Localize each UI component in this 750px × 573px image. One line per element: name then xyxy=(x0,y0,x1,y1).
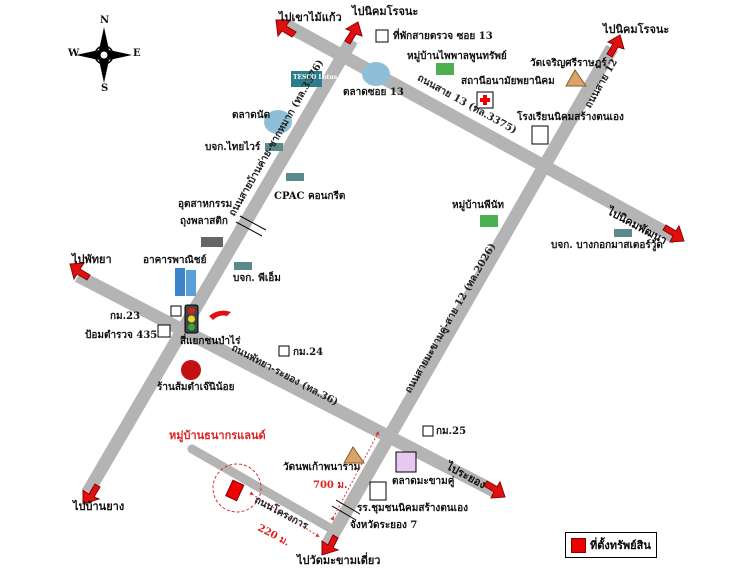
label-phinat-village: หมู่บ้านพีนัท xyxy=(452,200,505,211)
temple-icon xyxy=(343,446,365,464)
market-icon xyxy=(264,110,292,134)
distance-700-line xyxy=(330,431,379,521)
road-13 xyxy=(282,19,680,244)
arrow-nikhom-pattana xyxy=(662,224,685,243)
police-box-icon xyxy=(157,324,171,338)
arrow-nikhom-rojana-2 xyxy=(606,34,625,58)
arrow-khao-mai-kaeo xyxy=(275,19,297,38)
label-commercial: อาคารพาณิชย์ xyxy=(143,255,207,266)
label-km23: กม.23 xyxy=(110,311,141,322)
arrow-rayong xyxy=(483,480,506,499)
legend-label: ที่ตั้งทรัพย์สิน xyxy=(590,539,651,552)
label-pe-company: บจก. พีเอ็ม xyxy=(233,273,281,284)
village-icon xyxy=(436,63,454,75)
temple-icon xyxy=(565,69,587,87)
factory-icon xyxy=(234,262,252,270)
arrow-nikhom-rojana-1 xyxy=(344,21,363,45)
dest-nikhom-rojana-2: ไปนิคมโรจนะ xyxy=(603,23,670,36)
school-icon xyxy=(369,481,387,501)
label-school-community-2: จังหวัดระยอง 7 xyxy=(350,520,418,531)
property-marker xyxy=(225,479,245,502)
tesco-lotus-logo xyxy=(291,71,322,87)
school-icon xyxy=(531,125,549,145)
village-icon xyxy=(480,215,498,227)
arrow-ban-yang xyxy=(82,483,101,505)
label-orange-shop: ร้านส้มตำเจ๊นิน้อย xyxy=(157,382,235,393)
compass-s: S xyxy=(101,83,109,94)
label-cpac: CPAC คอนกรีต xyxy=(274,191,346,202)
factory-icon xyxy=(286,173,304,181)
legend: ที่ตั้งทรัพย์สิน xyxy=(565,532,657,558)
label-plastic-1: อุตสาหกรรม xyxy=(178,199,233,210)
honda-logo xyxy=(209,310,231,320)
label-tesco: TESCO Lotus xyxy=(293,74,338,81)
road-3376 xyxy=(82,36,358,496)
shop-icon xyxy=(181,360,201,380)
market-shrine-icon xyxy=(395,451,417,473)
label-school-nikhom: โรงเรียนนิคมสร้างตนเอง xyxy=(517,112,624,123)
distance-700: 700 ม. xyxy=(313,480,348,491)
label-wat-charoen: วัดเจริญศรีราษฎร์ xyxy=(530,58,607,69)
km-post-icon xyxy=(278,345,290,357)
compass-n: N xyxy=(100,15,110,26)
label-thai-wire: บจก.ไทยไวร์ xyxy=(205,142,261,153)
factory-icon xyxy=(614,229,632,237)
label-market-nat: ตลาดนัด xyxy=(232,110,271,121)
label-police-435: ป้อมตำรวจ 435 xyxy=(85,330,158,341)
arrow-pattaya xyxy=(69,262,91,281)
label-phaiphan-village: หมู่บ้านไพพาลพูนทรัพย์ xyxy=(407,51,507,62)
commercial-building-icon xyxy=(175,268,196,296)
compass-e: E xyxy=(133,48,141,59)
label-health-station: สถานีอนามัยพยานิคม xyxy=(461,76,555,87)
label-km25: กม.25 xyxy=(436,426,467,437)
traffic-light-icon xyxy=(184,304,199,334)
plastic-factory-icon xyxy=(201,237,223,247)
label-bangkok-master: บจก. บางกอกมาสเตอร์วู้ด xyxy=(551,240,663,251)
km-post-icon xyxy=(422,425,434,437)
dest-pattaya: ไปพัทยา xyxy=(72,253,112,266)
label-police-box-13: ที่พักสายตรวจ ซอย 13 xyxy=(393,31,493,42)
label-km24: กม.24 xyxy=(293,347,324,358)
property-radius xyxy=(212,463,262,513)
label-plastic-2: ถุงพลาสติก xyxy=(180,216,228,227)
distance-220-line xyxy=(249,491,320,538)
label-makham-market: ตลาดมะขามคู่ xyxy=(392,476,455,487)
dest-nikhom-rojana-1: ไปนิคมโรจนะ xyxy=(352,5,419,18)
label-thanakorn-land: หมู่บ้านธนากรแลนด์ xyxy=(169,429,266,442)
arrow-wat-makham xyxy=(321,534,340,556)
police-box-icon xyxy=(375,29,389,43)
label-school-community-1: รร.ชุมชนนิคมสร้างตนเอง xyxy=(357,503,468,514)
label-junction: สี่แยกชนบำไร่ xyxy=(180,336,241,347)
label-wat-phao: วัดนพเก้าพนาราม xyxy=(283,462,361,473)
compass-icon xyxy=(76,27,132,83)
km-post-icon xyxy=(170,305,182,317)
property-legend-swatch xyxy=(571,537,586,553)
factory-icon xyxy=(265,143,283,151)
compass-w: W xyxy=(68,48,80,59)
label-market-soi13: ตลาดซอย 13 xyxy=(343,87,404,98)
road-36 xyxy=(75,270,499,498)
dest-khao-mai-kaeo: ไปเขาไม้แก้ว xyxy=(279,11,342,24)
bridge-icon xyxy=(235,215,267,237)
dest-wat-makham: ไปวัดมะขามเดี่ยว xyxy=(297,554,381,567)
market-icon xyxy=(362,62,390,86)
dest-ban-yang: ไปบ้านยาง xyxy=(73,500,125,513)
